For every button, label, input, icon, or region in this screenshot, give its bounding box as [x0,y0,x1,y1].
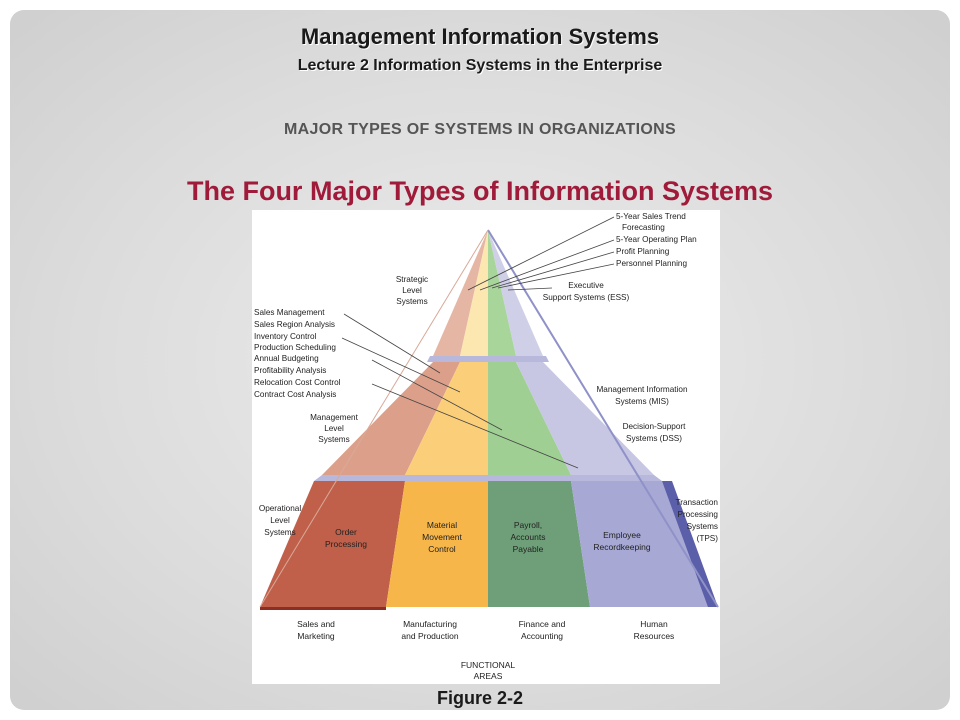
ess-example-5: Personnel Planning [616,259,687,268]
employee-line-1: Employee [603,530,641,540]
band-operational-red [260,481,405,607]
operational-line-3: Systems [264,528,295,537]
ess-label-line-2: Support Systems (ESS) [543,293,630,302]
management-line-2: Level [324,424,344,433]
dss-label: Decision-Support Systems (DSS) [623,422,687,443]
tps-label: Transaction Processing Systems (TPS) [676,498,719,543]
strategic-line-1: Strategic [396,275,428,284]
mgmt-example-5: Annual Budgeting [254,354,319,363]
mis-label: Management Information Systems (MIS) [596,385,687,406]
mis-line-2: Systems (MIS) [615,397,669,406]
area-sales-line-2: Marketing [297,631,335,641]
area-finance-line-2: Accounting [521,631,563,641]
operational-level-label: Operational Level Systems [259,504,302,537]
mgmt-example-2: Sales Region Analysis [254,320,335,329]
strategic-line-2: Level [402,286,422,295]
payroll-line-3: Payable [513,544,544,554]
strategic-level-label: Strategic Level Systems [396,275,428,306]
material-line-2: Movement [422,532,462,542]
area-sales-line-1: Sales and [297,619,335,629]
pyramid-left-edge [259,229,489,608]
area-hr-line-1: Human [640,619,668,629]
mgmt-example-4: Production Scheduling [254,343,336,352]
mgmt-leader-lines [341,313,579,469]
mgmt-example-8: Contract Cost Analysis [254,390,336,399]
band-strategic-yellow [460,230,488,356]
area-manufacturing-line-1: Manufacturing [403,619,457,629]
mgmt-example-1: Sales Management [254,308,325,317]
band-management-yellow [405,362,488,475]
dss-line-2: Systems (DSS) [626,434,682,443]
mis-line-1: Management Information [596,385,687,394]
ess-example-2: Forecasting [622,223,665,232]
pyramid-diagram: 5-Year Sales Trend Forecasting 5-Year Op… [254,212,719,681]
mgmt-example-6: Profitability Analysis [254,366,326,375]
band-management-green [488,362,571,475]
separator-management [314,475,662,481]
payroll-line-1: Payroll, [514,520,542,530]
mgmt-example-3: Inventory Control [254,332,317,341]
dss-line-1: Decision-Support [623,422,687,431]
tps-line-2: Processing [677,510,718,519]
tps-example-labels: Order Processing Material Movement Contr… [325,520,651,554]
ess-example-3: 5-Year Operating Plan [616,235,697,244]
order-line-1: Order [335,527,357,537]
operational-line-1: Operational [259,504,302,513]
payroll-line-2: Accounts [511,532,546,542]
ess-example-labels: 5-Year Sales Trend Forecasting 5-Year Op… [616,212,697,268]
ess-leader-lines [467,216,615,291]
ess-label: Executive Support Systems (ESS) [543,281,630,302]
band-strategic-red [433,230,488,356]
tps-line-4: (TPS) [697,534,719,543]
band-operational-green [488,481,590,607]
pyramid-figure: 5-Year Sales Trend Forecasting 5-Year Op… [252,210,720,684]
tps-line-3: Systems [687,522,718,531]
separator-strategic [427,356,549,362]
order-line-2: Processing [325,539,367,549]
slide-title: The Four Major Types of Information Syst… [186,176,774,206]
tps-line-1: Transaction [676,498,719,507]
material-line-3: Control [428,544,456,554]
lecture-subtitle: Lecture 2 Information Systems in the Ent… [297,57,663,74]
management-line-3: Systems [318,435,349,444]
employee-line-2: Recordkeeping [593,542,650,552]
ess-example-4: Profit Planning [616,247,670,256]
ess-label-line-1: Executive [568,281,604,290]
base-red [260,607,386,610]
course-title: Management Information Systems [300,24,660,49]
band-operational-edge [662,481,718,607]
strategic-line-3: Systems [396,297,427,306]
operational-line-2: Level [270,516,290,525]
section-heading: MAJOR TYPES OF SYSTEMS IN ORGANIZATIONS [284,121,676,138]
material-line-1: Material [427,520,457,530]
area-finance-line-1: Finance and [519,619,566,629]
management-level-label: Management Level Systems [310,413,359,444]
mgmt-example-7: Relocation Cost Control [254,378,341,387]
functional-areas: Sales and Marketing Manufacturing and Pr… [297,619,674,681]
area-manufacturing-line-2: and Production [401,631,458,641]
mgmt-example-labels: Sales Management Sales Region Analysis I… [254,308,341,399]
management-line-1: Management [310,413,359,422]
figure-caption: Figure 2-2 [436,688,524,708]
band-strategic-blue [488,230,543,356]
functional-areas-title-1: FUNCTIONAL [461,660,516,670]
area-hr-line-2: Resources [634,631,675,641]
ess-example-1: 5-Year Sales Trend [616,212,686,221]
pyramid-right-edge [487,229,719,608]
functional-areas-title-2: AREAS [474,671,503,681]
band-operational-blue [571,481,718,607]
band-operational-yellow [386,481,488,607]
